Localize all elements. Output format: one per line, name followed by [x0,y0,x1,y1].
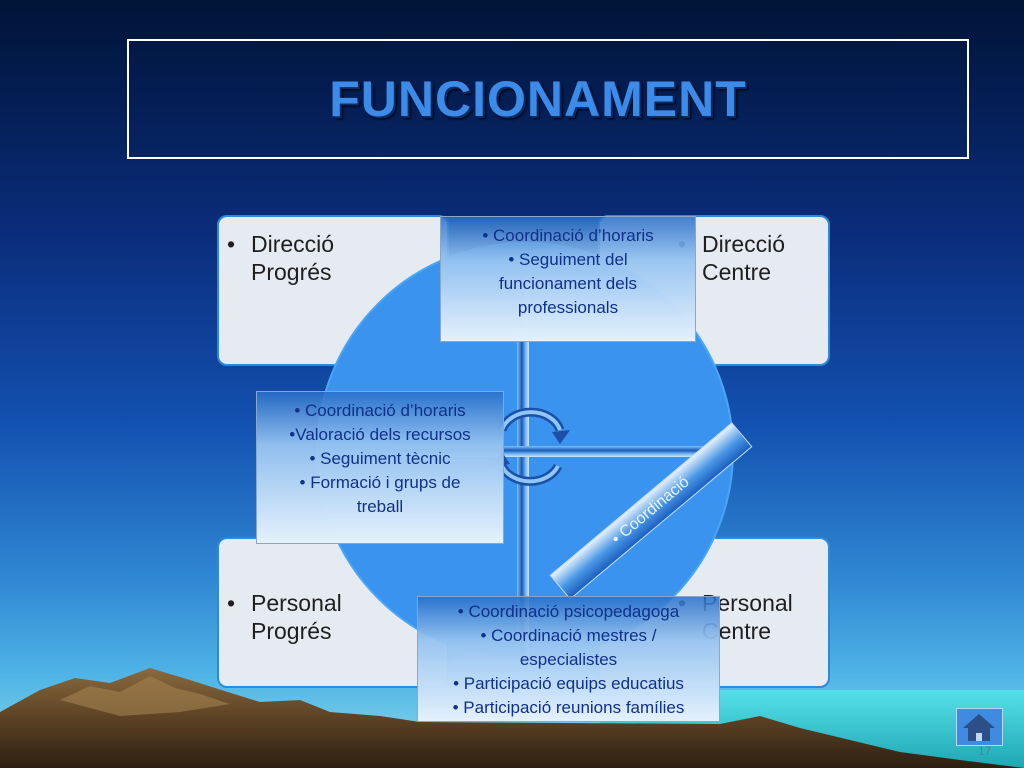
info-box-bottom-center: • Coordinació psicopedagoga • Coordinaci… [417,596,720,722]
info-line: • Participació reunions famílies [452,698,685,717]
info-box-top-center: • Coordinació d’horaris • Seguiment del … [440,216,696,342]
slide-number: 17 [978,744,992,758]
info-line: • Coordinació d’horaris [294,401,466,420]
info-line: • Participació equips educatius [453,674,684,693]
info-line: professionals [517,298,619,317]
cross-vertical-bar [517,275,529,657]
info-line: funcionament dels [499,274,637,293]
info-line: treball [356,497,404,516]
info-line: • Coordinació d’horaris [482,226,654,245]
slide-title: FUNCIONAMENT [329,71,747,127]
info-line: • Coordinació psicopedagoga [457,602,680,621]
circular-arrows-icon [492,407,570,486]
quadrant-label-top-right: •Direcció Centre [678,231,786,285]
info-line: • Seguiment tècnic [309,449,451,468]
quadrant-label-bottom-left: •Personal Progrés [227,590,342,644]
info-line: • Coordinació mestres / [480,626,657,645]
info-line: • Formació i grups de [299,473,461,492]
info-line: • Seguiment del [508,250,628,269]
home-icon [963,714,995,741]
title-frame: FUNCIONAMENT [127,39,969,159]
home-button[interactable] [956,708,1003,746]
info-box-middle-left: • Coordinació d’horaris •Valoració dels … [256,391,504,544]
quadrant-label-top-left: •Direcció Progrés [227,231,335,285]
cross-horizontal-bar [395,446,737,457]
info-line: especialistes [519,650,618,669]
info-line: •Valoració dels recursos [289,425,471,444]
